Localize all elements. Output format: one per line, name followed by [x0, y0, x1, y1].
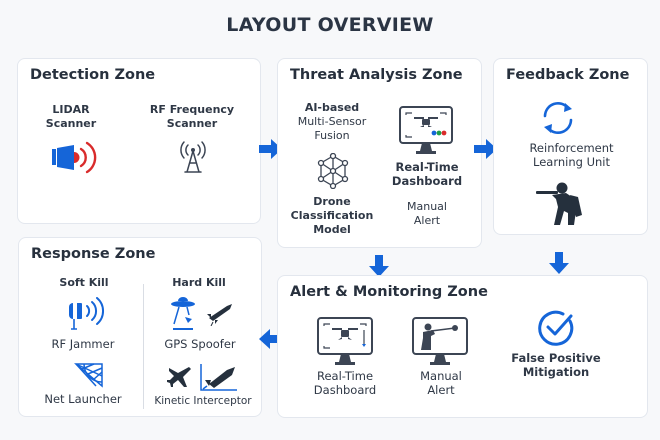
page-title: LAYOUT OVERVIEW — [226, 14, 434, 36]
threat-dashboard-label: Real-Time Dashboard — [386, 160, 468, 188]
threat-analysis-zone-title: Threat Analysis Zone — [290, 67, 463, 83]
arrow-threat-to-feedback — [474, 139, 497, 159]
fusion-label-line1: AI-based — [304, 101, 360, 114]
jet-icon — [167, 367, 191, 387]
fusion-label: AI-based Multi-Sensor Fusion — [284, 101, 380, 143]
rl-unit-label: Reinforcement Learning Unit — [499, 141, 644, 169]
arrow-feedback-to-alert — [549, 252, 569, 274]
lidar-icon — [52, 141, 97, 174]
threat-dashboard-line2: Dashboard — [391, 174, 463, 188]
net-icon — [74, 363, 103, 388]
alert-dashboard-label: Real-Time Dashboard — [300, 369, 390, 397]
false-positive-line2: Mitigation — [522, 365, 590, 379]
classification-label-line1: Drone — [313, 195, 351, 208]
spoofer-icon — [171, 297, 195, 330]
monitor-drone-icon — [399, 106, 453, 154]
detection-zone-title: Detection Zone — [30, 67, 156, 83]
net-launcher-label: Net Launcher — [44, 392, 122, 406]
rl-unit-line1: Reinforcement — [529, 141, 614, 155]
alert-manual-line1: Manual — [420, 369, 462, 383]
jammer-icon — [69, 297, 104, 330]
neural-network-icon — [317, 153, 349, 189]
arrow-threat-to-alert — [369, 255, 389, 277]
check-circle-icon — [538, 310, 574, 346]
missile-icon — [207, 304, 232, 326]
alert-dashboard-line1: Real-Time — [316, 369, 374, 383]
alert-monitoring-zone: Alert & Monitoring Zone Real-Time Dashbo… — [277, 275, 648, 418]
arrow-alert-to-response — [259, 329, 282, 349]
lidar-label: LIDAR Scanner — [30, 103, 112, 131]
classification-label: Drone Classification Model — [282, 195, 382, 237]
hard-kill-heading: Hard Kill — [172, 276, 226, 289]
gps-spoofer-label: GPS Spoofer — [164, 337, 236, 351]
threat-manual-alert-line2: Alert — [413, 214, 441, 227]
classification-label-line3: Model — [313, 223, 351, 236]
threat-dashboard-line1: Real-Time — [395, 160, 459, 174]
monitor-drone-icon — [317, 317, 373, 365]
rf-scanner-label-line2: Scanner — [166, 117, 218, 130]
alert-manual-line2: Alert — [427, 383, 455, 397]
response-zone: Response Zone Soft Kill Hard Kill RF Jam… — [18, 237, 262, 417]
soft-kill-heading: Soft Kill — [59, 276, 109, 289]
shooter-icon — [536, 182, 582, 225]
fusion-label-line2: Multi-Sensor — [297, 115, 367, 128]
feedback-zone: Feedback Zone Reinforcement Learning Uni… — [493, 58, 648, 235]
arrow-detection-to-threat — [259, 139, 282, 159]
refresh-icon — [543, 102, 573, 134]
false-positive-line1: False Positive — [511, 351, 601, 365]
kinetic-interceptor-label: Kinetic Interceptor — [154, 395, 252, 407]
alert-monitoring-zone-title: Alert & Monitoring Zone — [290, 284, 488, 300]
rf-scanner-label-line1: RF Frequency — [149, 103, 235, 116]
alert-manual-label: Manual Alert — [396, 369, 486, 397]
alert-dashboard-line2: Dashboard — [313, 383, 377, 397]
threat-analysis-zone: Threat Analysis Zone AI-based Multi-Sens… — [277, 58, 482, 248]
rf-jammer-label: RF Jammer — [51, 337, 115, 351]
lidar-label-line2: Scanner — [45, 117, 97, 130]
threat-manual-alert-label: Manual Alert — [386, 200, 468, 228]
rf-scanner-label: RF Frequency Scanner — [142, 103, 242, 131]
antenna-icon — [180, 141, 206, 173]
rl-unit-line2: Learning Unit — [533, 155, 610, 169]
soft-hard-divider — [143, 284, 144, 409]
interceptor-icon — [200, 364, 237, 391]
lidar-label-line1: LIDAR — [52, 103, 90, 116]
classification-label-line2: Classification — [290, 209, 374, 222]
monitor-operator-icon — [412, 317, 468, 365]
fusion-label-line3: Fusion — [314, 129, 350, 142]
threat-manual-alert-line1: Manual — [407, 200, 447, 213]
false-positive-label: False Positive Mitigation — [498, 351, 614, 379]
response-zone-title: Response Zone — [31, 246, 156, 262]
feedback-zone-title: Feedback Zone — [506, 67, 630, 83]
detection-zone: Detection Zone LIDAR Scanner RF Frequenc… — [17, 58, 261, 224]
